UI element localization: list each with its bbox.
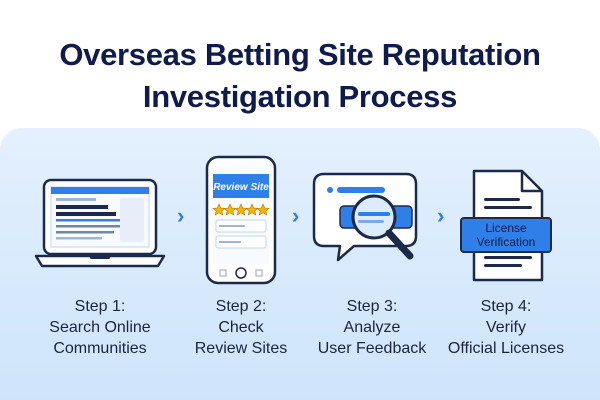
step-text-line-2: Official Licenses <box>447 340 565 357</box>
chevron-right-icon: › <box>437 203 445 228</box>
phone-review-icon: Review Site <box>205 155 277 285</box>
chat-magnifier-icon <box>312 172 418 262</box>
step-text-line-2: Review Sites <box>194 340 288 357</box>
license-document-icon: License Verification <box>460 169 552 282</box>
laptop-search-icon <box>34 178 166 268</box>
step-text-line-1: Verify <box>485 319 526 336</box>
step-number: Step 3: <box>346 298 398 315</box>
step-text-line-1: Check <box>218 319 264 336</box>
step-number: Step 2: <box>215 298 267 315</box>
step-number: Step 4: <box>480 298 532 315</box>
title-line-1: Overseas Betting Site Reputation <box>59 37 541 72</box>
step-text-line-1: Analyze <box>343 319 401 336</box>
review-site-screen-title: Review Site <box>213 182 269 193</box>
badge-line-1: License <box>485 221 527 235</box>
step-1-label: Step 1: Search Online Communities <box>25 296 175 359</box>
step-text-line-2: User Feedback <box>317 340 427 357</box>
step-number: Step 1: <box>74 298 126 315</box>
chevron-right-icon: › <box>177 203 185 228</box>
step-2-label: Step 2: Check Review Sites <box>166 296 316 359</box>
chevron-right-icon: › <box>292 203 300 228</box>
step-text-line-1: Search Online <box>49 319 151 336</box>
step-3-label: Step 3: Analyze User Feedback <box>297 296 447 359</box>
star-icon <box>256 203 270 216</box>
badge-line-2: Verification <box>477 235 536 249</box>
step-4-label: Step 4: Verify Official Licenses <box>431 296 581 359</box>
step-text-line-2: Communities <box>53 340 147 357</box>
page-title: Overseas Betting Site Reputation Investi… <box>0 34 600 118</box>
title-line-2: Investigation Process <box>142 79 458 114</box>
